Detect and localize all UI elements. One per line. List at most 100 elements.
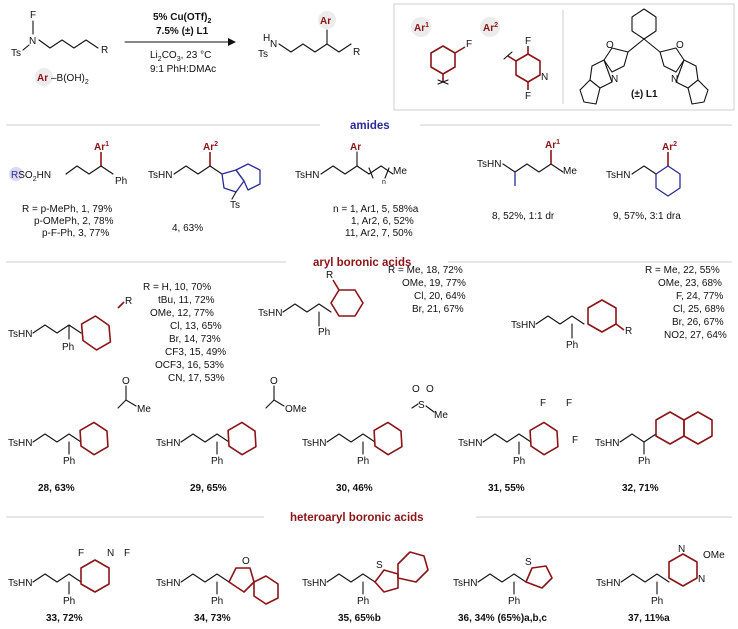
amide-compound-8: TsHN Ar1 Me 8, 52%, 1:1 dr <box>477 139 577 222</box>
c37-n2: N <box>698 574 705 585</box>
reaction-arrow: 5% Cu(OTf)2 7.5% (±) L1 Li2CO3, 23 °C 9:… <box>124 12 236 75</box>
ligand-n-left: N <box>611 74 618 85</box>
c29-ome: OMe <box>285 404 307 415</box>
aryl-p-ph: Ph <box>62 342 74 353</box>
c36-s: S <box>525 557 532 568</box>
amide-c2-label: 4, 63% <box>172 223 203 234</box>
c33-label: 33, 72% <box>46 613 83 624</box>
c35-s: S <box>376 560 383 571</box>
c34-ph: Ph <box>211 596 223 607</box>
ligand-o-right: O <box>676 40 684 51</box>
amide-c1-ph: Ph <box>115 176 127 187</box>
starting-material: F N Ts R <box>11 10 108 59</box>
base-label: Li2CO3, 23 °C <box>150 50 211 63</box>
aryl-p-r: R <box>125 296 132 307</box>
c31-f3: F <box>572 435 578 446</box>
aryl-m-line6: NO2, 27, 64% <box>664 330 727 341</box>
hetero-compound-35: TsHN Ph S 35, 65%b <box>302 551 429 624</box>
c28-ph: Ph <box>63 456 75 467</box>
boronic-acid-reagent: Ar –B(OH)2 <box>35 68 89 86</box>
aryl-m-line1: R = Me, 22, 55% <box>645 265 720 276</box>
c30-me: Me <box>434 410 448 421</box>
c29-o: O <box>270 376 278 387</box>
c33-f2: F <box>124 548 130 559</box>
c30-ph: Ph <box>357 456 369 467</box>
product-r: R <box>353 47 360 58</box>
sm-fluorine: F <box>30 10 36 21</box>
aryl-p-line2: tBu, 11, 72% <box>158 295 215 306</box>
amide-c5-ar2: Ar2 <box>662 141 677 153</box>
c36-ph: Ph <box>508 596 520 607</box>
amide-c3-tshn: TsHN <box>295 170 319 181</box>
aryl-o-line1: R = Me, 18, 72% <box>388 265 463 276</box>
amides-header: amides <box>350 120 390 132</box>
aryl-p-tshn: TsHN <box>8 329 32 340</box>
c37-ph: Ph <box>651 596 663 607</box>
c29-label: 29, 65% <box>190 483 227 494</box>
amide-c3-ar: Ar <box>350 142 361 153</box>
ligand-l1-structure: O N O N (±) L1 <box>579 8 709 105</box>
c37-label: 37, 11%a <box>628 613 670 624</box>
c36-label: 36, 34% (65%)a,b,c <box>458 613 547 624</box>
aryl-m-line3: F, 24, 77% <box>676 291 723 302</box>
solvent-label: 9:1 PhH:DMAc <box>150 64 216 75</box>
aryl-p-line5: Br, 14, 73% <box>169 334 221 345</box>
aryl-p-line3: OMe, 12, 77% <box>150 308 214 319</box>
amide-c3-n-sub: n <box>382 179 386 186</box>
amide-c5-label: 9, 57%, 3:1 dra <box>613 211 681 222</box>
hetero-header: heteroaryl boronic acids <box>290 512 424 524</box>
amide-c4-ar1: Ar1 <box>545 139 560 151</box>
product-tosyl: Ts <box>258 49 268 60</box>
c30-o2: O <box>426 384 434 395</box>
amide-c4-me: Me <box>563 166 577 177</box>
c29-ph: Ph <box>211 456 223 467</box>
legend-ar2-nitrogen: N <box>541 72 548 83</box>
ligand-n-right: N <box>671 74 678 85</box>
aryl-compound-32: TsHN Ph 32, 71% <box>595 411 713 494</box>
hetero-compound-37: TsHN Ph N N OMe 37, 11%a <box>596 544 725 624</box>
catalyst-label: 5% Cu(OTf)2 <box>153 12 211 25</box>
c33-tshn: TsHN <box>8 578 32 589</box>
amide-c3-line3: 11, Ar2, 7, 50% <box>345 228 413 239</box>
amide-c1-ar1: Ar1 <box>94 141 109 153</box>
c31-tshn: TsHN <box>458 438 482 449</box>
amide-compound-9: TsHN Ar2 9, 57%, 3:1 dra <box>606 141 681 222</box>
product: Ts H N Ar R <box>258 11 360 60</box>
c30-label: 30, 46% <box>336 483 373 494</box>
c32-tshn: TsHN <box>595 438 619 449</box>
c31-label: 31, 55% <box>488 483 525 494</box>
amide-r-prefix: RSO2HN <box>11 170 51 183</box>
aryl-m-line2: OMe, 23, 68% <box>658 278 722 289</box>
aryl-m-r: R <box>625 326 632 337</box>
amide-c4-tshn: TsHN <box>477 159 501 170</box>
c36-tshn: TsHN <box>453 578 477 589</box>
amide-c3-line2: 1, Ar2, 6, 52% <box>351 216 414 227</box>
c30-o1: O <box>412 384 420 395</box>
c33-f1: F <box>78 548 84 559</box>
amide-compound-4: TsHN Ar2 Ts 4, 63% <box>148 141 261 234</box>
aryl-m-line5: Br, 26, 67% <box>672 317 724 328</box>
amide-c1-line2: p-OMePh, 2, 78% <box>34 216 114 227</box>
aryl-p-line6: CF3, 15, 49% <box>165 347 226 358</box>
legend-ar1-fluorine: F <box>466 39 472 50</box>
aryl-o-tshn: TsHN <box>258 308 282 319</box>
ligand-label: (±) L1 <box>631 89 658 100</box>
product-nh: H <box>263 33 270 44</box>
aryl-m-line4: Cl, 25, 68% <box>673 304 725 315</box>
c28-label: 28, 63% <box>38 483 75 494</box>
c31-ph: Ph <box>513 456 525 467</box>
c34-tshn: TsHN <box>156 578 180 589</box>
c31-f1: F <box>540 398 546 409</box>
ligand-o-left: O <box>606 40 614 51</box>
c37-n1: N <box>678 544 685 555</box>
aryl-p-line1: R = H, 10, 70% <box>143 282 211 293</box>
aryl-ortho-compound: TsHN Ph R R = Me, 18, 72% OMe, 19, 77% C… <box>258 265 466 338</box>
sm-tosyl: Ts <box>11 48 21 59</box>
aryl-o-line2: OMe, 19, 77% <box>402 278 466 289</box>
aryl-compound-28: TsHN Ph O Me 28, 63% <box>8 376 151 494</box>
aryl-o-line4: Br, 21, 67% <box>412 304 464 315</box>
c28-o: O <box>122 376 130 387</box>
c32-ph: Ph <box>638 456 650 467</box>
c29-tshn: TsHN <box>156 438 180 449</box>
